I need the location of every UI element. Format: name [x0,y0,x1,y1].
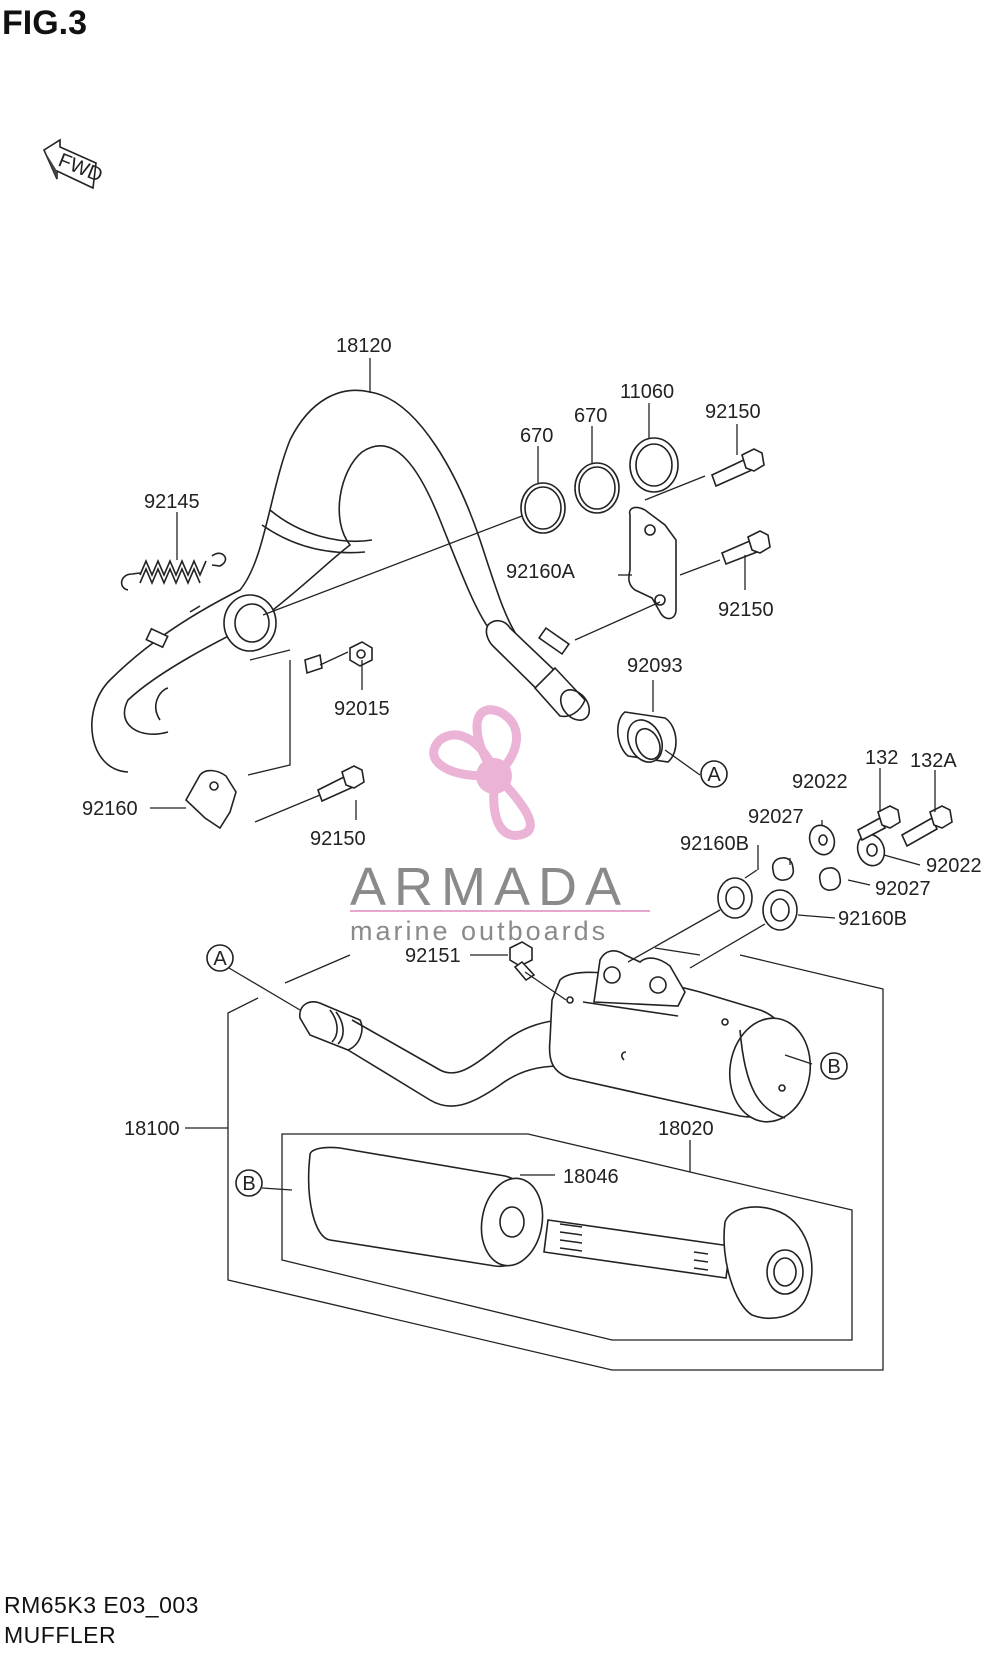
grommet-92160B-b [762,889,798,931]
spring-92145 [120,552,227,591]
fwd-arrow-icon: FWD [42,138,106,190]
sleeve-92093 [617,711,677,763]
armada-propeller-logo [429,705,535,840]
gasket-670-a [520,482,566,534]
group-outline-18100-top [284,947,701,984]
bolt-92150-upper [710,448,765,488]
gasket-11060 [629,437,679,493]
callout-b-muffler: B [820,1052,848,1080]
bracket-92160 [184,769,237,830]
bolt-132A [900,805,953,848]
label-670-a: 670 [520,425,553,447]
exhaust-pipe-18120 [91,389,591,773]
collar-92027-b [818,867,842,891]
label-18120: 18120 [336,335,392,357]
label-132A: 132A [910,750,957,772]
label-670-b: 670 [574,405,607,427]
inner-core-18020 [543,1206,813,1320]
svg-text:A: A [707,764,721,786]
label-92160A: 92160A [506,561,576,583]
bolt-92150-bottom [317,765,365,803]
bracket-92160A [628,506,677,620]
leader-lines [150,358,936,1191]
washer-92022-b [856,833,886,867]
figure-code: RM65K3 E03_003 [4,1592,199,1618]
label-92150-upper: 92150 [705,401,761,423]
label-92145: 92145 [144,491,200,513]
label-92160B-b: 92160B [838,908,907,930]
label-92022-a: 92022 [792,771,848,793]
nut-92015 [349,641,373,667]
collar-92027-a [771,857,795,881]
svg-text:B: B [242,1173,255,1195]
bolt-92151 [509,941,536,982]
packing-18046 [307,1146,544,1268]
group-outline-18020 [281,1133,853,1341]
callout-a-lower: A [206,944,234,972]
label-92160B-a: 92160B [680,833,749,855]
grommet-92160B-a [717,877,753,919]
bolt-92150-lower [720,530,771,566]
label-92150-bottom: 92150 [310,828,366,850]
gasket-670-b [574,462,620,514]
callout-b-core: B [235,1169,263,1197]
figure-title: FIG.3 [2,4,88,42]
label-92022-b: 92022 [926,855,982,877]
label-92015: 92015 [334,698,390,720]
label-18046: 18046 [563,1166,619,1188]
label-92027-a: 92027 [748,806,804,828]
group-outline-18100 [227,954,884,1371]
watermark-brand: ARMADA [350,857,629,917]
svg-text:A: A [213,948,227,970]
label-11060: 11060 [620,381,674,403]
label-132: 132 [865,747,898,769]
label-18020: 18020 [658,1118,714,1140]
watermark-tagline: marine outboards [350,916,608,946]
label-92027-b: 92027 [875,878,931,900]
callout-a-upper: A [700,760,728,788]
washer-92022-a [808,824,836,856]
bolt-132 [856,805,901,842]
svg-text:B: B [827,1056,840,1078]
label-92093: 92093 [627,655,683,677]
figure-name: MUFFLER [4,1622,117,1648]
muffler-18100 [299,950,812,1123]
label-92150-lower: 92150 [718,599,774,621]
label-18100: 18100 [124,1118,180,1140]
label-92160: 92160 [82,798,138,820]
label-92151: 92151 [405,945,461,967]
